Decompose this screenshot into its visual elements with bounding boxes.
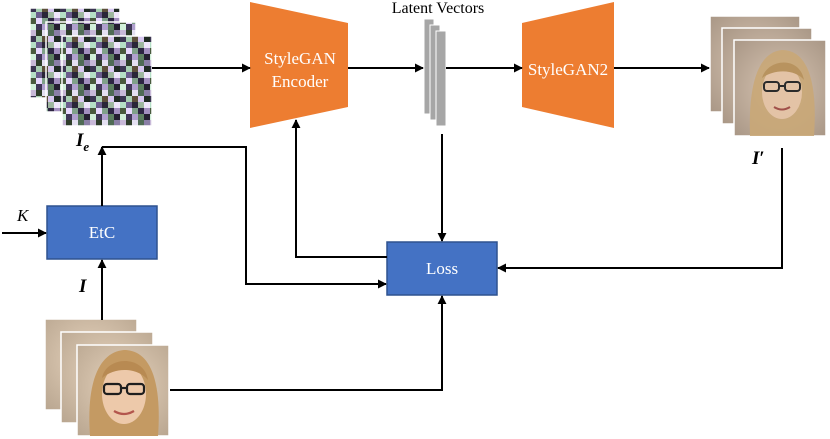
latent-vectors-stack	[423, 18, 447, 127]
encoder-label-line1: StyleGAN	[264, 49, 336, 68]
arrow-loss-to-encoder	[291, 119, 387, 258]
input-face-portrait	[89, 350, 159, 436]
etc-label: EtC	[89, 223, 115, 242]
reconstructed-face-portrait	[749, 50, 815, 136]
stylegan-encoder-block	[250, 2, 348, 128]
encoder-label-line2: Encoder	[272, 72, 329, 91]
key-label: K	[16, 206, 30, 225]
loss-label: Loss	[426, 259, 458, 278]
loss-block	[386, 241, 498, 296]
input-image-label: I	[78, 276, 87, 297]
encrypted-image-label: Ie	[75, 130, 89, 154]
arrow-output-to-loss	[497, 148, 783, 273]
reconstructed-face-stack	[709, 15, 827, 137]
arrow-input-to-loss	[170, 295, 447, 391]
stylegan2-generator-block	[522, 2, 614, 128]
arrow-encrypted-to-loss	[102, 146, 387, 289]
input-face-stack	[44, 318, 170, 437]
reconstructed-image-label: I′	[751, 148, 765, 169]
etc-block	[46, 205, 158, 260]
generator-label: StyleGAN2	[528, 60, 608, 79]
connectors	[2, 63, 783, 391]
latent-vectors-label: Latent Vectors	[392, 0, 485, 17]
encrypted-image-stack	[29, 7, 153, 127]
